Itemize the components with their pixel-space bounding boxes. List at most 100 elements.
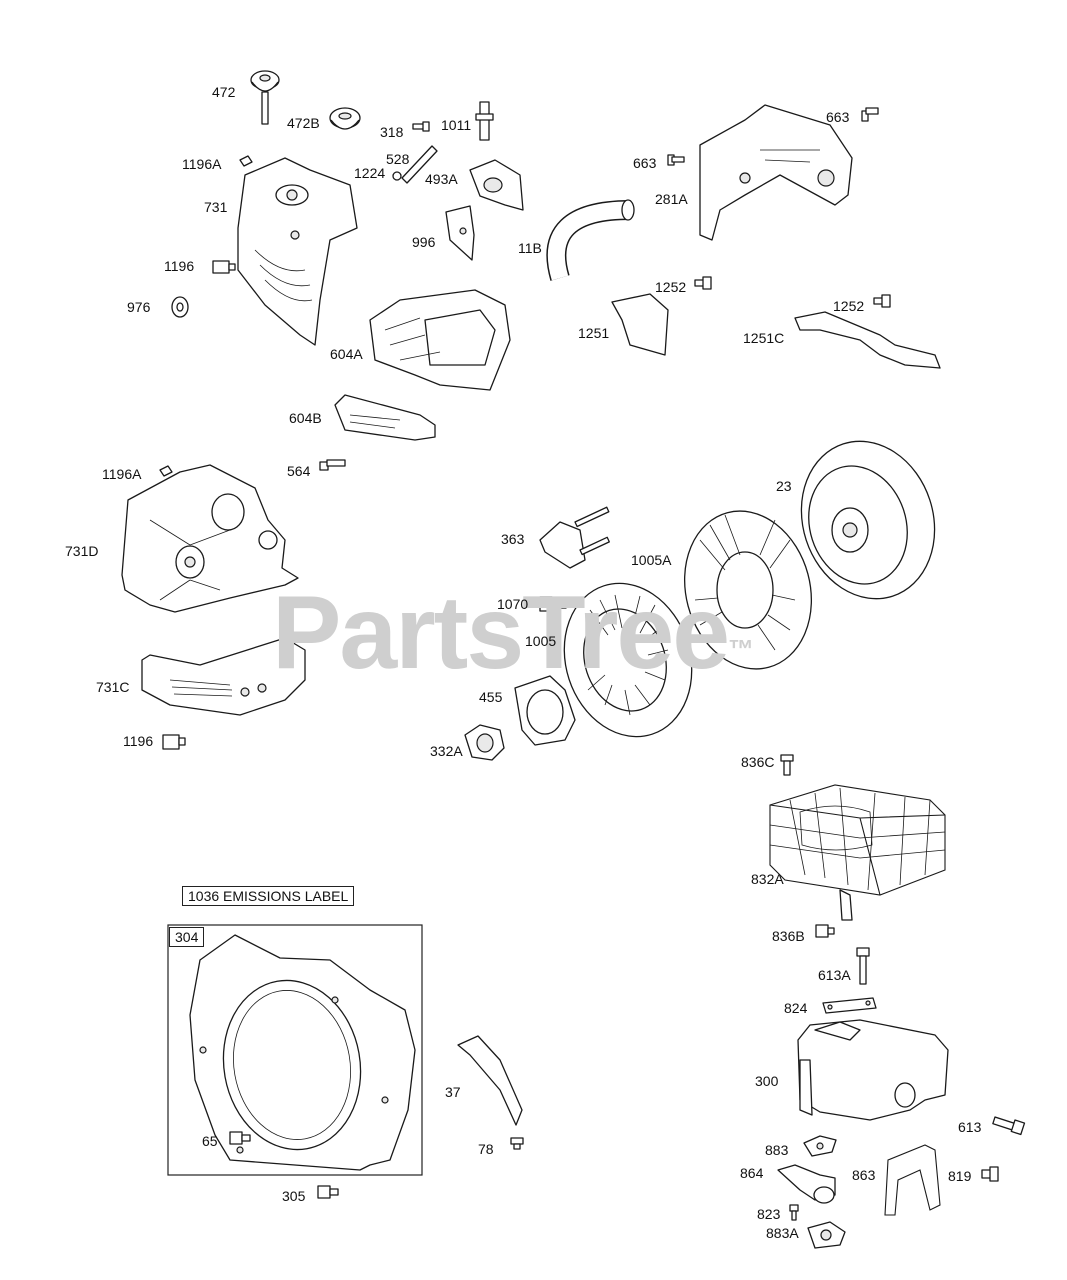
part-663-screw-left[interactable] xyxy=(667,154,685,166)
part-832A-cage[interactable] xyxy=(769,784,946,921)
label-1070[interactable]: 1070 xyxy=(497,596,529,612)
part-305-screw[interactable] xyxy=(317,1185,339,1199)
part-1252-screw-b[interactable] xyxy=(873,294,891,308)
part-976-grommet[interactable] xyxy=(171,296,189,318)
part-304-blower-housing[interactable] xyxy=(189,934,416,1171)
part-493A-bracket[interactable] xyxy=(469,159,524,211)
label-663-right[interactable]: 663 xyxy=(826,109,850,125)
label-1224[interactable]: 1224 xyxy=(354,165,386,181)
label-824[interactable]: 824 xyxy=(784,1000,808,1016)
label-613[interactable]: 613 xyxy=(958,1119,982,1135)
label-1011[interactable]: 1011 xyxy=(441,117,472,133)
label-318[interactable]: 318 xyxy=(380,124,404,140)
part-823-screw[interactable] xyxy=(789,1204,799,1221)
label-528[interactable]: 528 xyxy=(386,151,410,167)
label-1196A-mid[interactable]: 1196A xyxy=(102,466,142,482)
part-731C-cover[interactable] xyxy=(141,637,306,716)
label-883[interactable]: 883 xyxy=(765,1142,789,1158)
part-1070-bolt[interactable] xyxy=(539,596,567,612)
label-363[interactable]: 363 xyxy=(501,531,525,547)
kit-304-label[interactable]: 304 xyxy=(169,927,205,947)
part-819-screw[interactable] xyxy=(981,1166,999,1182)
label-1005[interactable]: 1005 xyxy=(525,633,557,649)
label-604A[interactable]: 604A xyxy=(330,346,363,362)
label-819[interactable]: 819 xyxy=(948,1168,972,1184)
part-528-tube[interactable] xyxy=(401,145,438,184)
label-613A[interactable]: 613A xyxy=(818,967,851,983)
label-455[interactable]: 455 xyxy=(479,689,503,705)
part-1011-fitting[interactable] xyxy=(475,101,494,141)
part-1224-clip[interactable] xyxy=(392,171,402,181)
label-1005A[interactable]: 1005A xyxy=(631,552,672,568)
label-996[interactable]: 996 xyxy=(412,234,436,250)
label-836B[interactable]: 836B xyxy=(772,928,805,944)
label-1196-top[interactable]: 1196 xyxy=(164,258,195,274)
part-300-muffler[interactable] xyxy=(797,1019,949,1121)
label-472B[interactable]: 472B xyxy=(287,115,320,131)
part-472B-cap[interactable] xyxy=(329,107,361,130)
emissions-label-box[interactable]: 1036 EMISSIONS LABEL xyxy=(182,886,355,906)
label-1252-b[interactable]: 1252 xyxy=(833,298,865,314)
label-37[interactable]: 37 xyxy=(445,1084,461,1100)
label-864[interactable]: 864 xyxy=(740,1165,764,1181)
part-604A-base[interactable] xyxy=(369,289,511,391)
part-37-baffle[interactable] xyxy=(457,1035,523,1126)
label-300[interactable]: 300 xyxy=(755,1073,779,1089)
label-663-left[interactable]: 663 xyxy=(633,155,657,171)
part-1196-screw-top[interactable] xyxy=(212,260,236,274)
part-281A-shield[interactable] xyxy=(699,104,853,241)
label-832A[interactable]: 832A xyxy=(751,871,784,887)
part-1005A-fan[interactable] xyxy=(667,497,828,684)
label-1251[interactable]: 1251 xyxy=(578,325,610,341)
part-564-bolt[interactable] xyxy=(319,459,346,471)
label-1252-a[interactable]: 1252 xyxy=(655,279,687,295)
part-613-bolt[interactable] xyxy=(992,1116,1026,1136)
part-332A-nut[interactable] xyxy=(464,724,505,761)
part-11B-tube[interactable] xyxy=(546,199,635,281)
label-65[interactable]: 65 xyxy=(202,1133,218,1149)
label-281A[interactable]: 281A xyxy=(655,191,688,207)
part-731-cover[interactable] xyxy=(237,157,358,346)
part-363-bracket[interactable] xyxy=(539,506,610,569)
part-824-gasket[interactable] xyxy=(822,997,877,1014)
label-23[interactable]: 23 xyxy=(776,478,792,494)
part-455-cup[interactable] xyxy=(514,675,576,746)
part-663-screw-right[interactable] xyxy=(861,107,879,122)
label-883A[interactable]: 883A xyxy=(766,1225,799,1241)
label-863[interactable]: 863 xyxy=(852,1167,876,1183)
label-305[interactable]: 305 xyxy=(282,1188,306,1204)
label-564[interactable]: 564 xyxy=(287,463,311,479)
label-836C[interactable]: 836C xyxy=(741,754,775,770)
label-731C[interactable]: 731C xyxy=(96,679,130,695)
label-604B[interactable]: 604B xyxy=(289,410,322,426)
part-1196-screw-mid[interactable] xyxy=(162,734,186,750)
label-78[interactable]: 78 xyxy=(478,1141,494,1157)
label-1251C[interactable]: 1251C xyxy=(743,330,785,346)
part-1252-screw-a[interactable] xyxy=(694,276,712,290)
label-11B[interactable]: 11B xyxy=(518,240,542,256)
part-613A-bolt[interactable] xyxy=(856,947,870,985)
part-23-flywheel[interactable] xyxy=(781,424,954,616)
part-996-gasket[interactable] xyxy=(445,205,475,261)
part-883A-gasket[interactable] xyxy=(807,1221,846,1249)
part-864-deflector[interactable] xyxy=(777,1164,836,1204)
part-1251-bracket[interactable] xyxy=(611,293,669,356)
part-883-gasket[interactable] xyxy=(803,1135,837,1157)
part-1196A-screw-mid[interactable] xyxy=(159,465,173,477)
part-731D-shroud[interactable] xyxy=(121,464,299,613)
label-472[interactable]: 472 xyxy=(212,84,236,100)
part-318-screw[interactable] xyxy=(412,121,430,132)
label-731D[interactable]: 731D xyxy=(65,543,99,559)
part-65-screw[interactable] xyxy=(229,1131,251,1145)
label-1196-mid[interactable]: 1196 xyxy=(123,733,154,749)
part-604B-plate[interactable] xyxy=(334,394,436,441)
label-493A[interactable]: 493A xyxy=(425,171,458,187)
part-1196A-screw-top[interactable] xyxy=(239,155,253,167)
label-823[interactable]: 823 xyxy=(757,1206,781,1222)
label-1196A-top[interactable]: 1196A xyxy=(182,156,222,172)
part-1005-fan[interactable] xyxy=(545,567,711,754)
part-836B-screw[interactable] xyxy=(815,924,835,938)
part-78-screw[interactable] xyxy=(510,1137,524,1150)
part-472-dipstick-cap[interactable] xyxy=(250,70,280,125)
label-332A[interactable]: 332A xyxy=(430,743,463,759)
